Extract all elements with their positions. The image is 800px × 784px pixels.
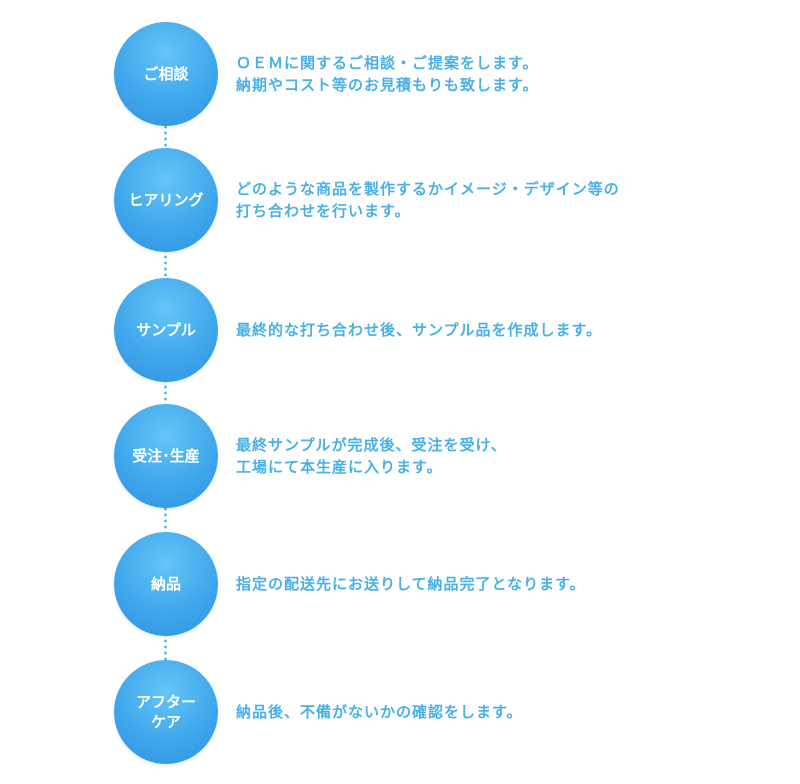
connector-line-3 [164, 378, 167, 410]
step-sample: サンプル 最終的な打ち合わせ後、サンプル品を作成します。 [0, 278, 800, 382]
step-label: 受注･生産 [132, 447, 200, 465]
step-description: どのような商品を製作するかイメージ・デザイン等の 打ち合わせを行います。 [236, 148, 776, 252]
step-circle: 納品 [114, 532, 218, 636]
step-description-text: ＯＥＭに関するご相談・ご提案をします。 納期やコスト等のお見積もりも致します。 [236, 54, 539, 94]
step-label: ヒアリング [128, 191, 204, 209]
step-aftercare: アフター ケア 納品後、不備がないかの確認をします。 [0, 660, 800, 764]
step-label: サンプル [136, 321, 196, 339]
step-description-text: どのような商品を製作するかイメージ・デザイン等の 打ち合わせを行います。 [236, 180, 620, 220]
connector-line-2 [164, 248, 167, 282]
step-label: 納品 [150, 575, 181, 593]
step-circle: 受注･生産 [114, 404, 218, 508]
step-description-text: 指定の配送先にお送りして納品完了となります。 [236, 575, 586, 593]
step-circle: ご相談 [114, 22, 218, 126]
connector-line-4 [164, 506, 167, 536]
step-hearing: ヒアリング どのような商品を製作するかイメージ・デザイン等の 打ち合わせを行いま… [0, 148, 800, 252]
step-description-text: 納品後、不備がないかの確認をします。 [236, 703, 523, 721]
step-circle: アフター ケア [114, 660, 218, 764]
step-description-text: 最終サンプルが完成後、受注を受け、 工場にて本生産に入ります。 [236, 436, 507, 476]
step-description: ＯＥＭに関するご相談・ご提案をします。 納期やコスト等のお見積もりも致します。 [236, 22, 776, 126]
step-label: アフター ケア [135, 693, 196, 731]
step-description: 最終的な打ち合わせ後、サンプル品を作成します。 [236, 278, 776, 382]
step-description: 納品後、不備がないかの確認をします。 [236, 660, 776, 764]
step-circle: ヒアリング [114, 148, 218, 252]
step-circle: サンプル [114, 278, 218, 382]
step-description: 最終サンプルが完成後、受注を受け、 工場にて本生産に入ります。 [236, 404, 776, 508]
step-description-text: 最終的な打ち合わせ後、サンプル品を作成します。 [236, 321, 603, 339]
step-delivery: 納品 指定の配送先にお送りして納品完了となります。 [0, 532, 800, 636]
connector-line-5 [164, 632, 167, 664]
step-order-production: 受注･生産 最終サンプルが完成後、受注を受け、 工場にて本生産に入ります。 [0, 404, 800, 508]
step-label: ご相談 [143, 65, 189, 83]
step-consultation: ご相談 ＯＥＭに関するご相談・ご提案をします。 納期やコスト等のお見積もりも致し… [0, 22, 800, 126]
step-description: 指定の配送先にお送りして納品完了となります。 [236, 532, 776, 636]
connector-line-1 [164, 118, 167, 152]
